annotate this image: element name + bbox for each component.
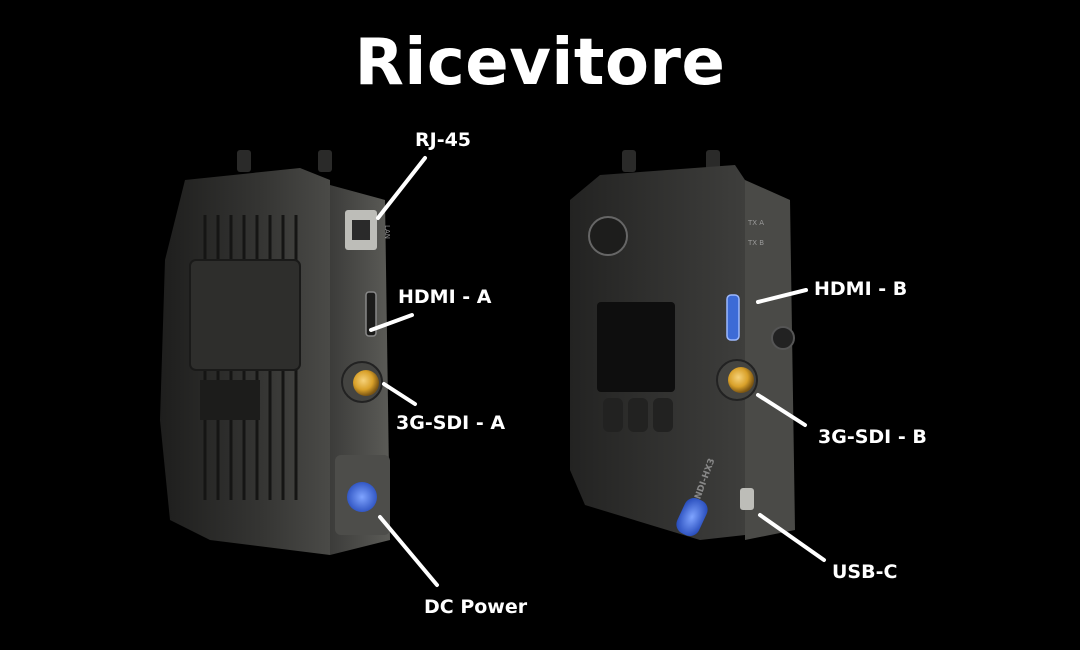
right-device-side-panel bbox=[745, 180, 795, 540]
antenna-knob bbox=[771, 326, 795, 350]
tx-b-marking: TX B bbox=[748, 239, 765, 247]
antenna-3 bbox=[622, 150, 636, 172]
hdmi-a-port bbox=[365, 291, 377, 337]
label-hdmi-b: HDMI - B bbox=[814, 278, 908, 300]
hdmi-a-leader-line bbox=[369, 313, 414, 332]
lan-port-marking: LAN bbox=[383, 224, 392, 240]
left-receiver-device bbox=[160, 150, 390, 555]
antenna-1 bbox=[237, 150, 251, 172]
usb-c-leader-line bbox=[758, 513, 826, 562]
sdi-b-leader-line bbox=[756, 393, 807, 427]
vmount-plate bbox=[189, 259, 301, 371]
power-switch bbox=[676, 497, 708, 537]
label-3g-sdi-b: 3G-SDI - B bbox=[818, 426, 927, 448]
antenna-2 bbox=[318, 150, 332, 172]
tx-a-marking: TX A bbox=[748, 219, 765, 227]
label-usb-c: USB-C bbox=[832, 561, 898, 583]
callout-lines bbox=[369, 156, 826, 587]
display-screen bbox=[597, 302, 675, 392]
sdi-b-connector bbox=[728, 367, 754, 393]
label-dc-power: DC Power bbox=[424, 596, 528, 618]
hdmi-b-leader-line bbox=[756, 288, 808, 304]
sdi-a-leader-line bbox=[382, 382, 417, 406]
brand-logo-icon bbox=[588, 216, 628, 256]
dc-power-port bbox=[347, 482, 377, 512]
menu-button-center bbox=[628, 398, 648, 432]
vmount-slot bbox=[200, 380, 260, 420]
dc-power-leader-line bbox=[378, 515, 439, 587]
rj45-leader-line bbox=[376, 156, 427, 220]
hdmi-b-port bbox=[726, 294, 740, 341]
sdi-a-connector bbox=[353, 370, 379, 396]
page-title: Ricevitore bbox=[354, 26, 726, 100]
rj45-socket bbox=[352, 220, 370, 240]
right-receiver-device bbox=[570, 150, 795, 540]
label-rj45: RJ-45 bbox=[415, 129, 472, 151]
usb-c-port bbox=[740, 488, 754, 510]
menu-button-left bbox=[603, 398, 623, 432]
label-3g-sdi-a: 3G-SDI - A bbox=[396, 412, 506, 434]
label-hdmi-a: HDMI - A bbox=[398, 286, 492, 308]
menu-button-right bbox=[653, 398, 673, 432]
